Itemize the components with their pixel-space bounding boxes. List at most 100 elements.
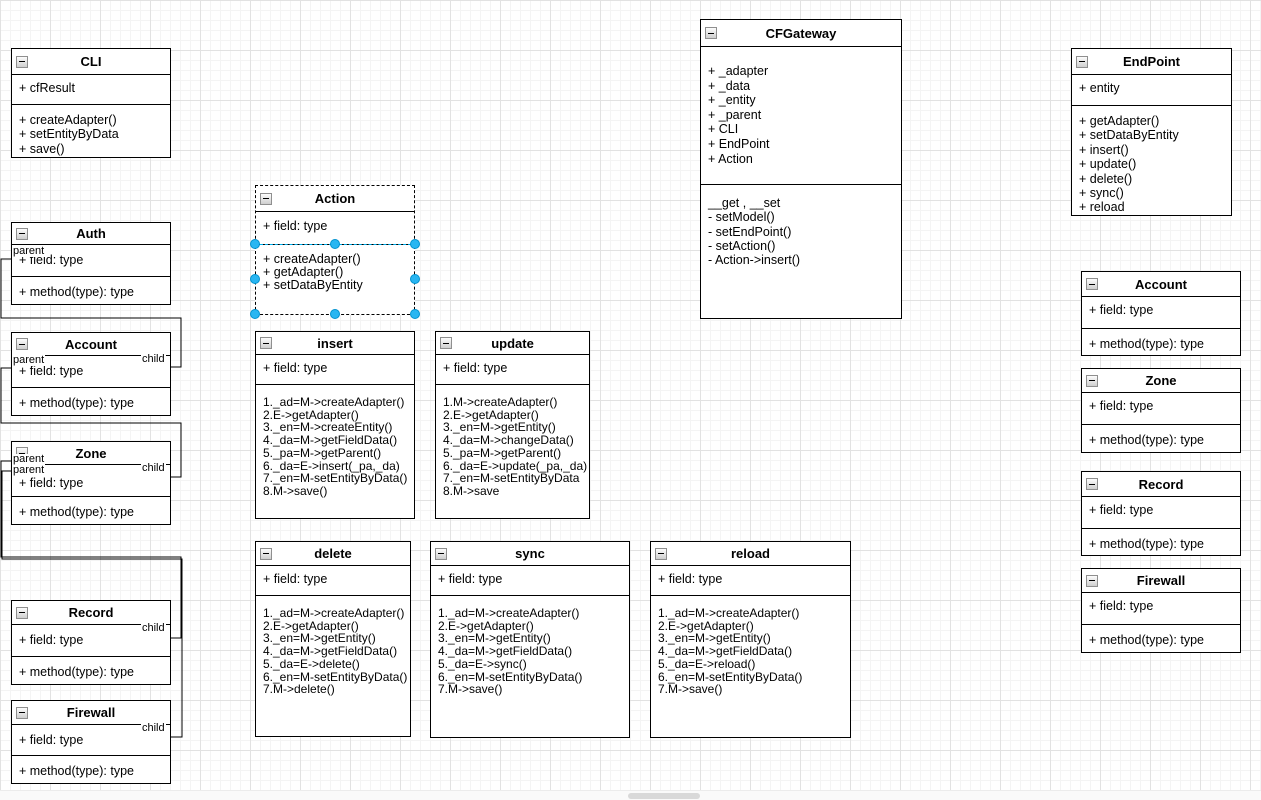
methods-section: __get , __set- setModel()- setEndPoint()… xyxy=(701,184,901,318)
collapse-icon[interactable] xyxy=(440,337,452,349)
selection-handle[interactable] xyxy=(410,239,420,249)
text-line: + method(type): type xyxy=(1089,433,1204,447)
text-line: + update() xyxy=(1079,157,1137,172)
text-line: + field: type xyxy=(263,219,328,233)
collapse-icon[interactable] xyxy=(260,192,272,205)
text-line: + _adapter xyxy=(708,64,769,78)
class-title: Firewall xyxy=(1136,573,1186,588)
class-box-insert[interactable]: insert + field: type 1._ad=M->createAdap… xyxy=(255,331,415,519)
selection-handle[interactable] xyxy=(250,239,260,249)
horizontal-scrollbar[interactable] xyxy=(0,790,1261,800)
class-titlebar: sync xyxy=(431,542,629,565)
collapse-icon[interactable] xyxy=(1086,478,1098,490)
text-line: 7.M->save() xyxy=(658,682,723,697)
text-line: 8.M->save() xyxy=(263,483,328,498)
attributes-section: + field: type xyxy=(651,565,850,595)
class-box-firewall-left[interactable]: Firewall + field: type + method(type): t… xyxy=(11,700,171,784)
collapse-icon[interactable] xyxy=(16,706,28,719)
collapse-icon[interactable] xyxy=(655,547,667,560)
text-line: 6._en=M-setEntityByData() xyxy=(658,669,803,684)
selection-handle[interactable] xyxy=(410,309,420,319)
collapse-icon[interactable] xyxy=(260,337,272,349)
text-line: + cfResult xyxy=(19,81,75,95)
selection-handle[interactable] xyxy=(410,274,420,284)
selection-handle[interactable] xyxy=(330,239,340,249)
methods-section: 1._ad=M->createAdapter()2.E->getAdapter(… xyxy=(431,595,629,737)
class-titlebar: Account xyxy=(12,333,170,355)
text-line: 4._da=M->getFieldData() xyxy=(263,644,398,659)
class-box-zone-right[interactable]: Zone + field: type + method(type): type xyxy=(1081,368,1241,453)
text-line: + getAdapter() xyxy=(1079,114,1160,128)
selection-handle[interactable] xyxy=(250,274,260,284)
collapse-icon[interactable] xyxy=(1076,55,1088,68)
text-line: 6._da=E->update(_pa,_da) xyxy=(443,458,588,473)
text-line: + setDataByEntity xyxy=(1079,128,1179,143)
text-line: + CLI xyxy=(708,122,739,137)
methods-section: 1._ad=M->createAdapter()2.E->getAdapter(… xyxy=(256,595,410,736)
class-box-action[interactable]: Action + field: type + createAdapter()+ … xyxy=(255,185,415,315)
class-title: Action xyxy=(314,191,356,206)
text-line: 3._en=M->getEntity() xyxy=(658,631,771,646)
collapse-icon[interactable] xyxy=(435,547,447,560)
class-title: delete xyxy=(314,546,352,561)
class-box-account-left[interactable]: Account + field: type + method(type): ty… xyxy=(11,332,171,416)
class-titlebar: Record xyxy=(12,601,170,624)
text-line: 1._ad=M->createAdapter() xyxy=(263,606,405,620)
methods-section: + createAdapter()+ setEntityByData+ save… xyxy=(12,104,170,157)
collapse-icon[interactable] xyxy=(705,27,717,39)
text-line: 5._da=E->reload() xyxy=(658,656,756,671)
collapse-icon[interactable] xyxy=(16,55,28,68)
text-line: 8.M->save xyxy=(443,483,500,498)
text-line: + field: type xyxy=(263,572,328,586)
collapse-icon[interactable] xyxy=(1086,574,1098,587)
methods-section: 1._ad=M->createAdapter()2.E->getAdapter(… xyxy=(256,384,414,518)
collapse-icon[interactable] xyxy=(16,227,28,240)
text-line: 1._ad=M->createAdapter() xyxy=(438,606,580,620)
attributes-section: + field: type xyxy=(1082,592,1240,624)
text-line: + reload xyxy=(1079,200,1125,215)
attributes-section: + field: type xyxy=(256,354,414,384)
selection-handle[interactable] xyxy=(330,309,340,319)
class-box-sync[interactable]: sync + field: type 1._ad=M->createAdapte… xyxy=(430,541,630,738)
text-line: 6._en=M-setEntityByData() xyxy=(263,669,408,684)
class-box-cli[interactable]: CLI + cfResult + createAdapter()+ setEnt… xyxy=(11,48,171,158)
class-title: update xyxy=(491,335,534,351)
edge-label-parent: parent xyxy=(12,245,46,257)
methods-section: + method(type): type xyxy=(12,656,170,684)
collapse-icon[interactable] xyxy=(16,338,28,350)
text-line: 4._da=M->changeData() xyxy=(443,433,574,448)
edge-label-parent: parent xyxy=(12,354,46,366)
class-box-delete[interactable]: delete + field: type 1._ad=M->createAdap… xyxy=(255,541,411,737)
class-box-update[interactable]: update + field: type 1.M->createAdapter(… xyxy=(435,331,590,519)
collapse-icon[interactable] xyxy=(1086,278,1098,290)
attributes-section: + field: type xyxy=(436,354,589,384)
class-box-auth[interactable]: Auth + field: type + method(type): type xyxy=(11,222,171,305)
class-titlebar: insert xyxy=(256,332,414,354)
text-line: 4._da=M->getFieldData() xyxy=(658,644,793,659)
class-title: sync xyxy=(515,546,545,561)
methods-section: + method(type): type xyxy=(1082,528,1240,555)
class-title: reload xyxy=(730,546,770,561)
class-title: EndPoint xyxy=(1122,54,1181,69)
text-line: - setModel() xyxy=(708,210,775,225)
text-line: + field: type xyxy=(1089,503,1154,517)
class-box-record-right[interactable]: Record + field: type + method(type): typ… xyxy=(1081,471,1241,556)
selection-handle[interactable] xyxy=(250,309,260,319)
class-titlebar: Account xyxy=(1082,272,1240,296)
class-box-record-left[interactable]: Record + field: type + method(type): typ… xyxy=(11,600,171,685)
text-line: + setEntityByData xyxy=(19,127,119,142)
collapse-icon[interactable] xyxy=(260,547,272,560)
class-titlebar: Zone xyxy=(1082,369,1240,392)
methods-section: + createAdapter()+ getAdapter()+ setData… xyxy=(256,244,414,314)
horizontal-scrollbar-thumb[interactable] xyxy=(628,793,700,799)
text-line: 2.E->getAdapter() xyxy=(443,407,539,422)
class-title: CLI xyxy=(80,54,102,69)
class-box-reload[interactable]: reload + field: type 1._ad=M->createAdap… xyxy=(650,541,851,738)
class-titlebar: CLI xyxy=(12,49,170,74)
class-box-account-right[interactable]: Account + field: type + method(type): ty… xyxy=(1081,271,1241,356)
collapse-icon[interactable] xyxy=(16,606,28,619)
class-box-endpoint[interactable]: EndPoint + entity + getAdapter()+ setDat… xyxy=(1071,48,1232,216)
collapse-icon[interactable] xyxy=(1086,374,1098,387)
class-box-cfgateway[interactable]: CFGateway + _adapter+ _data+ _entity+ _p… xyxy=(700,19,902,319)
class-box-firewall-right[interactable]: Firewall + field: type + method(type): t… xyxy=(1081,568,1241,653)
